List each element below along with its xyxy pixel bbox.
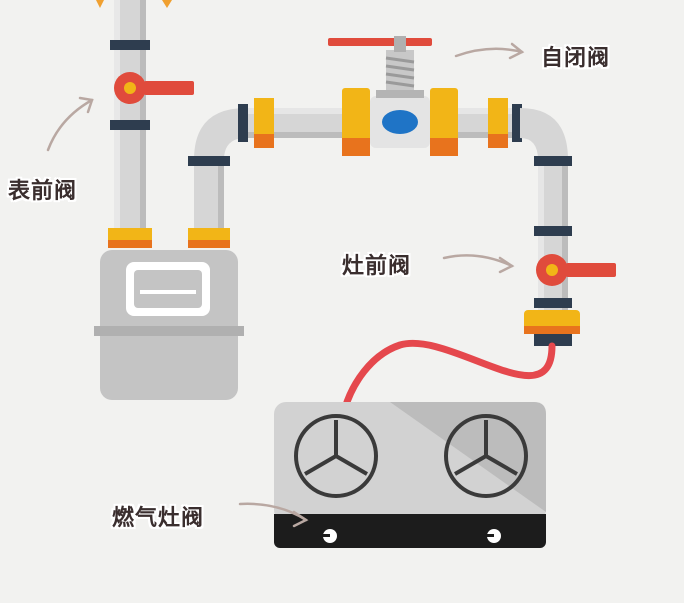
gas-hose bbox=[341, 339, 556, 412]
gas-stove bbox=[274, 402, 546, 548]
top-orange-decoration bbox=[96, 0, 172, 8]
label-gas-stove-valve: 燃气灶阀 bbox=[112, 506, 205, 531]
arrow-self-closing bbox=[454, 42, 525, 60]
label-meter-front-valve: 表前阀 bbox=[8, 179, 78, 204]
gas-meter bbox=[94, 250, 244, 400]
meter-front-valve bbox=[114, 72, 194, 104]
stove-front-valve bbox=[536, 254, 616, 286]
label-stove-front-valve: 灶前阀 bbox=[342, 254, 412, 279]
meter-outlet-pipe bbox=[188, 108, 246, 248]
left-burner bbox=[294, 414, 378, 498]
arrow-stove-valve bbox=[238, 502, 309, 528]
arrow-stove-front bbox=[442, 254, 515, 274]
arrow-meter-front bbox=[46, 96, 94, 152]
left-knob bbox=[322, 529, 337, 543]
right-vertical-pipe bbox=[520, 108, 580, 346]
left-vertical-pipe bbox=[108, 0, 152, 248]
right-burner bbox=[444, 414, 528, 498]
pointer-arrows bbox=[46, 42, 525, 528]
right-knob bbox=[486, 529, 501, 543]
self-closing-valve bbox=[328, 36, 458, 156]
label-self-closing-valve: 自闭阀 bbox=[541, 46, 611, 71]
